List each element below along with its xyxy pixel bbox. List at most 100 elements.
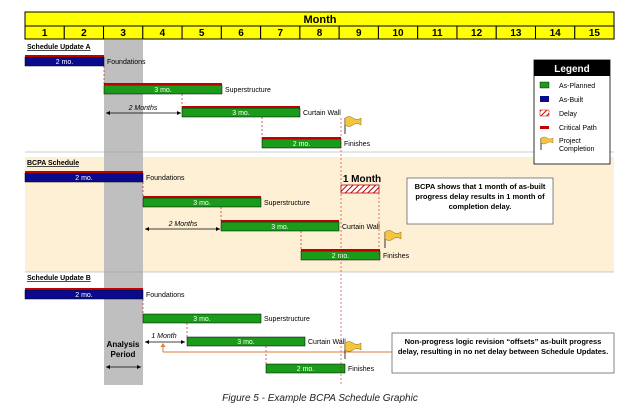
analysis-period: Analysis Period (106, 340, 141, 369)
critical-path-marker (25, 55, 104, 57)
month-number: 15 (589, 28, 601, 39)
section-label-update-a: Schedule Update A (27, 44, 91, 51)
lag-arrowhead-left-b (145, 340, 149, 344)
legend-planned-label: As-Planned (559, 83, 595, 90)
lag-text-bcpa: 2 Months (168, 221, 198, 228)
activity-name-label: Finishes (344, 141, 371, 148)
activity-name-label: Superstructure (225, 87, 271, 94)
bcpa-callout: BCPA shows that 1 month of as-built prog… (406, 177, 554, 225)
critical-path-marker (143, 196, 261, 198)
legend: Legend As-Planned As-Built Delay Critica… (533, 59, 611, 165)
activity-name-label: Superstructure (264, 200, 310, 207)
activity-name-label: Foundations (146, 292, 185, 299)
critical-path-marker (262, 137, 341, 139)
bar-duration-label: 3 mo. (232, 110, 250, 117)
completion-flag-icon (384, 230, 402, 248)
legend-delay-label: Delay (559, 111, 577, 118)
month-number: 6 (238, 28, 244, 39)
delay-hatched-block (340, 184, 380, 194)
activity-bar (265, 363, 346, 374)
critical-path-marker (301, 249, 380, 251)
figure-caption: Figure 5 - Example BCPA Schedule Graphic (222, 393, 418, 404)
completion-flag-icon (344, 341, 362, 359)
critical-path-marker (221, 220, 339, 222)
lag-annotation-bcpa: 2 Months (145, 221, 220, 231)
update-b-callout: Non-progress logic revision “offsets” as… (160, 332, 615, 374)
bar-duration-label: 2 mo. (293, 141, 311, 148)
legend-delay-swatch (539, 109, 550, 117)
legend-built-swatch (540, 96, 549, 102)
bar-duration-label: 3 mo. (154, 87, 172, 94)
update-b-callout-box (391, 332, 615, 374)
activity-name-label: Superstructure (264, 316, 310, 323)
month-number: 14 (550, 28, 562, 39)
month-number: 7 (277, 28, 283, 39)
month-cell (574, 25, 615, 40)
bar-duration-label: 3 mo. (237, 339, 255, 346)
legend-planned-swatch (539, 81, 550, 89)
bcpa-callout-text: BCPA shows that 1 month of as-built prog… (414, 182, 546, 211)
legend-built-label: As-Built (559, 97, 583, 104)
critical-path-marker (182, 106, 300, 108)
month-number: 9 (356, 28, 362, 39)
legend-critical-label: Critical Path (559, 125, 597, 132)
bar-duration-label: 3 mo. (193, 316, 211, 323)
flag-cloth (384, 230, 402, 241)
analysis-period-column (104, 40, 143, 385)
critical-path-marker (25, 288, 143, 290)
analysis-arrowhead-right (137, 365, 141, 369)
legend-flag-icon (540, 136, 554, 150)
month-number: 3 (120, 28, 126, 39)
lag-arrowhead-left-a (106, 111, 110, 115)
bar-duration-label: 2 mo. (75, 175, 93, 182)
flag-cloth (344, 116, 362, 127)
legend-flag-label-1: Project (559, 138, 581, 145)
month-number: 12 (471, 28, 483, 39)
bar-duration-label: 3 mo. (271, 224, 289, 231)
critical-path-marker (25, 171, 143, 173)
legend-title: Legend (554, 64, 590, 75)
critical-path-marker (104, 83, 222, 85)
month-number: 10 (393, 28, 405, 39)
month-number: 13 (510, 28, 522, 39)
flag-cloth (344, 341, 362, 352)
analysis-arrowhead-left (106, 365, 110, 369)
bcpa-callout-box (406, 177, 554, 225)
month-number: 4 (160, 28, 166, 39)
activity-bar (186, 336, 306, 347)
activity-name-label: Finishes (348, 366, 375, 373)
lag-arrowhead-right-a (177, 111, 181, 115)
month-number: 11 (432, 28, 443, 39)
lag-arrowhead-left-bcpa (145, 227, 149, 231)
section-label-bcpa: BCPA Schedule (27, 160, 79, 167)
delay-label: 1 Month (343, 174, 381, 185)
month-number: 2 (81, 28, 87, 39)
callout-b-arrowhead (160, 343, 166, 347)
lag-text-a: 2 Months (128, 105, 158, 112)
lag-annotation-b: 1 Month (145, 333, 185, 344)
completion-flags (344, 116, 402, 359)
month-number: 5 (199, 28, 205, 39)
legend-flag-label-2: Completion (559, 146, 595, 153)
update-b-callout-text: Non-progress logic revision “offsets” as… (397, 337, 609, 356)
activity-name-label: Foundations (107, 59, 146, 66)
month-number: 1 (42, 28, 48, 39)
activity-name-label: Curtain Wall (303, 110, 341, 117)
header-title: Month (304, 14, 337, 26)
bar-duration-label: 3 mo. (193, 200, 211, 207)
bar-duration-label: 2 mo. (56, 59, 74, 66)
section-label-update-b: Schedule Update B (27, 275, 91, 282)
bar-duration-label: 2 mo. (297, 366, 315, 373)
lag-arrowhead-right-b (181, 340, 185, 344)
activity-bar (142, 313, 262, 324)
legend-title-bg (534, 60, 610, 76)
month-number: 8 (317, 28, 323, 39)
activity-name-label: Foundations (146, 175, 185, 182)
activity-name-label: Curtain Wall (342, 224, 380, 231)
lag-annotation-a: 2 Months (106, 105, 181, 115)
analysis-period-line1: Analysis (107, 340, 140, 349)
